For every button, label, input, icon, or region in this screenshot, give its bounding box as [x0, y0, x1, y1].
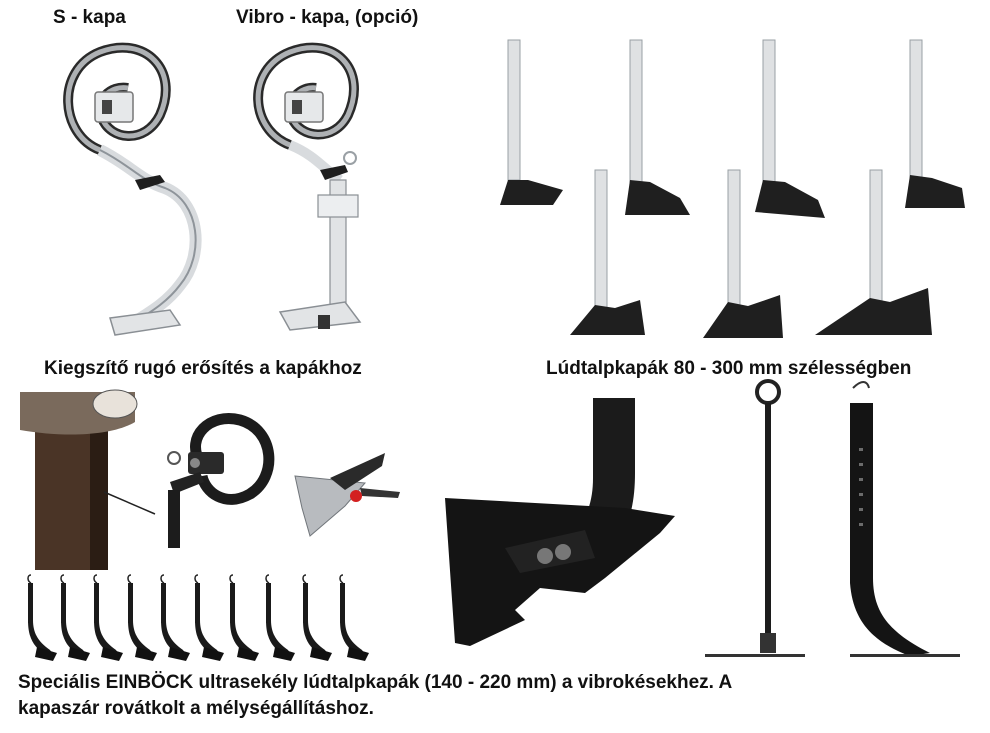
einbock-caption: Speciális EINBÖCK ultrasekély lúdtalpkap…	[18, 670, 918, 722]
einbock-caption-line1: Speciális EINBÖCK ultrasekély lúdtalpkap…	[18, 672, 733, 693]
goose-foot-range-caption: Lúdtalpkapák 80 - 300 mm szélességben	[546, 358, 912, 379]
vibro-tine-caption: Vibro - kapa, (opció)	[236, 7, 419, 28]
goose-foot-shares-icon	[500, 39, 965, 338]
einbock-tines-row-icon	[27, 574, 370, 662]
ring-rod-icon	[705, 379, 805, 657]
shank-share-closeup-icon	[445, 398, 675, 646]
s-tine-icon	[63, 42, 202, 336]
s-tine-caption: S - kapa	[53, 7, 126, 28]
spring-reinforcement-photo	[20, 389, 156, 570]
coil-spring-clamp-icon	[167, 413, 275, 548]
share-bracket-icon	[294, 453, 400, 537]
einbock-caption-line2: kapaszár rovátkolt a mélységállításhoz.	[18, 698, 374, 719]
vibro-tine-icon	[253, 42, 362, 331]
notched-shank-icon	[850, 381, 960, 657]
spring-reinforcement-caption: Kiegszítő rugó erősítés a kapákhoz	[44, 358, 362, 379]
